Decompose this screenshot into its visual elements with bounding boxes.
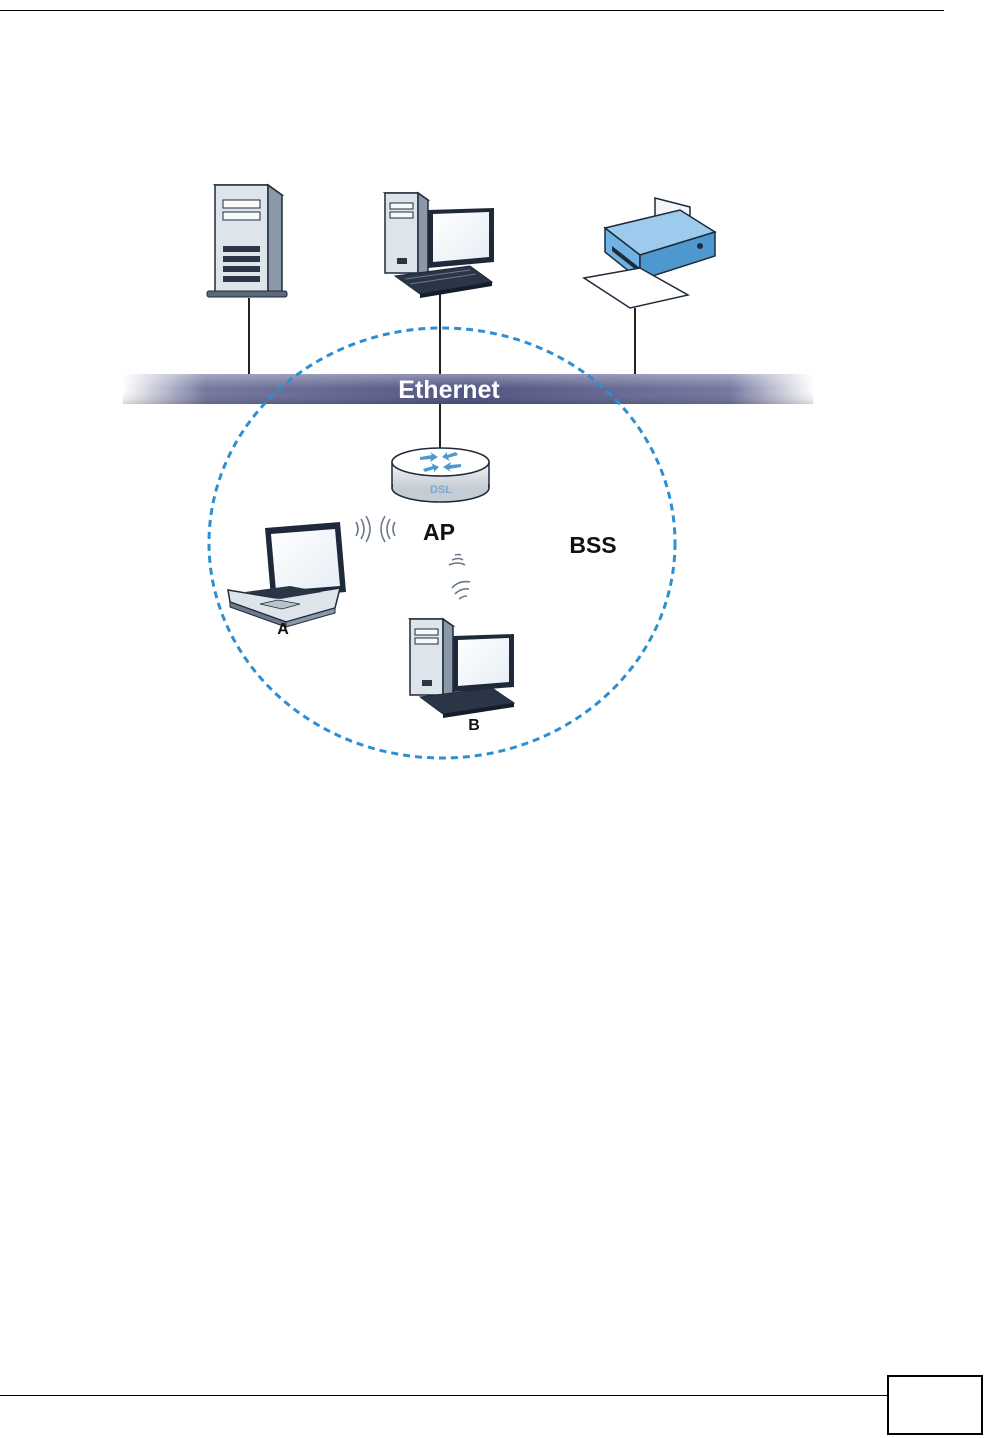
station-b-label: B [468, 717, 480, 734]
footer-rule [0, 1395, 887, 1396]
router-dsl-label: DSL [430, 484, 452, 496]
server-icon [207, 185, 287, 297]
bss-label: BSS [569, 532, 616, 558]
router-icon: DSL [392, 448, 489, 502]
page-number-box [887, 1375, 983, 1435]
bss-network-diagram: Ethernet [120, 175, 820, 765]
station-a-label: A [277, 621, 289, 638]
header-rule [0, 10, 944, 11]
ethernet-label: Ethernet [398, 376, 500, 404]
ethernet-bus: Ethernet [123, 374, 813, 404]
ap-label: AP [423, 519, 455, 545]
